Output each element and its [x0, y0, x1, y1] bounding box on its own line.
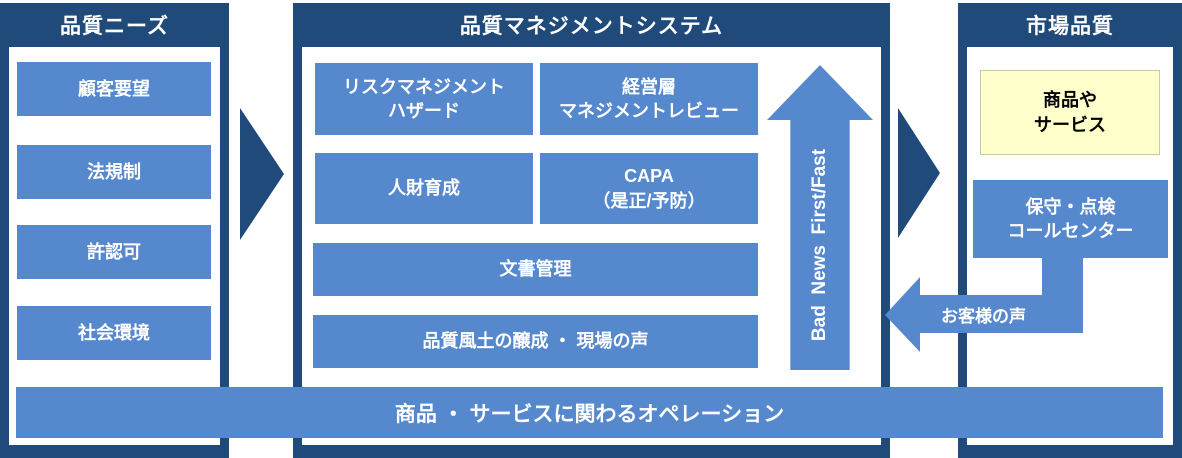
box-regulations: 法規制 — [17, 145, 211, 199]
box-products-services: 商品や サービス — [980, 70, 1160, 155]
quality-needs-title: 品質ニーズ — [60, 15, 169, 38]
flow-arrow-qms-to-market-icon — [898, 108, 940, 238]
box-mgmt-line2: マネジメントレビュー — [559, 101, 739, 121]
box-customer-requests: 顧客要望 — [17, 62, 211, 116]
box-product-line2: サービス — [1034, 114, 1106, 135]
box-product-line1: 商品や — [1043, 90, 1097, 111]
box-risk-management: リスクマネジメント ハザード — [315, 63, 533, 135]
market-quality-title: 市場品質 — [1026, 15, 1114, 38]
box-capa-line2: （是正/予防） — [592, 190, 706, 211]
box-risk-line1: リスクマネジメント — [343, 76, 505, 97]
market-quality-frame — [958, 3, 1182, 458]
box-social-environment: 社会環境 — [17, 306, 211, 360]
qms-frame — [293, 3, 890, 458]
operations-bar: 商品 ・ サービスに関わるオペレーション — [16, 387, 1163, 438]
box-risk-line2: ハザード — [388, 101, 460, 121]
box-hr-development: 人財育成 — [315, 153, 533, 224]
box-management-review: 経営層 マネジメントレビュー — [540, 63, 758, 135]
voice-of-customer-label: お客様の声 — [941, 306, 1026, 326]
box-quality-culture: 品質風土の醸成 ・ 現場の声 — [313, 315, 758, 368]
qms-title: 品質マネジメントシステム — [459, 15, 724, 38]
box-maintenance-callcenter: 保守・点検 コールセンター — [973, 180, 1168, 258]
box-capa: CAPA （是正/予防） — [540, 153, 758, 224]
box-licensing: 許認可 — [17, 225, 211, 279]
quality-needs-frame — [0, 3, 229, 458]
box-mgmt-line1: 経営層 — [622, 76, 676, 97]
box-support-line1: 保守・点検 — [1025, 196, 1116, 217]
box-capa-line1: CAPA — [624, 166, 674, 187]
bad-news-label: Bad News First/Fast — [809, 148, 830, 342]
box-document-control: 文書管理 — [313, 243, 758, 296]
box-support-line2: コールセンター — [1007, 221, 1134, 241]
flow-arrow-needs-to-qms-icon — [240, 108, 284, 240]
